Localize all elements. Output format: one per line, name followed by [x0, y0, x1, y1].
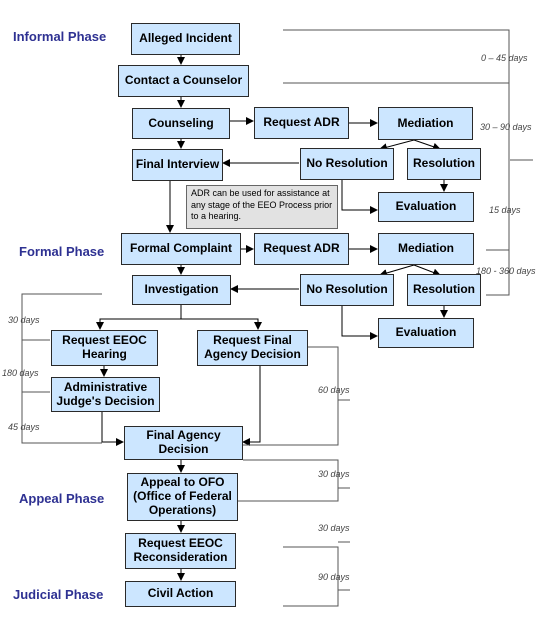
timeframe-60: 60 days [318, 385, 350, 395]
box-alleged-incident: Alleged Incident [131, 23, 240, 55]
box-evaluation-2: Evaluation [378, 318, 474, 348]
box-contact-counselor: Contact a Counselor [118, 65, 249, 97]
arrow-investigation-to-request-fad [181, 318, 262, 330]
box-civil-action: Civil Action [125, 581, 236, 607]
bracket-informal-timeline [283, 29, 510, 296]
box-request-adr-2: Request ADR [254, 233, 349, 265]
box-no-resolution-2: No Resolution [300, 274, 394, 306]
box-resolution-2: Resolution [407, 274, 481, 306]
arrow-mediation1-to-resolution1 [413, 139, 441, 151]
timeframe-180-360: 180 - 360 days [476, 266, 536, 276]
arrow-request-fad-to-fad [242, 366, 261, 446]
phase-appeal-label: Appeal Phase [19, 491, 105, 506]
box-final-interview: Final Interview [132, 149, 223, 181]
box-appeal-to-ofo: Appeal to OFO (Office of Federal Operati… [127, 473, 238, 521]
arrow-mediation2-to-resolution2 [413, 264, 441, 277]
adr-note: ADR can be used for assistance at any st… [186, 185, 338, 229]
timeframe-90: 90 days [318, 572, 350, 582]
phase-informal-label: Informal Phase [13, 29, 107, 44]
box-request-eeoc-hearing: Request EEOC Hearing [51, 330, 158, 366]
box-mediation-2: Mediation [378, 233, 474, 265]
arrow-no-resolution1-to-evaluation1 [341, 180, 378, 214]
bracket-hearing-timeline [21, 293, 102, 444]
box-formal-complaint: Formal Complaint [121, 233, 241, 265]
box-request-adr-1: Request ADR [254, 107, 349, 139]
box-counseling: Counseling [132, 108, 230, 139]
timeframe-45: 45 days [8, 422, 40, 432]
box-evaluation-1: Evaluation [378, 192, 474, 222]
box-resolution-1: Resolution [407, 148, 481, 180]
timeframe-30-90: 30 – 90 days [480, 122, 532, 132]
phase-formal-label: Formal Phase [19, 244, 105, 259]
bracket-appeal-timeline [238, 459, 339, 502]
timeframe-0-45: 0 – 45 days [481, 53, 528, 63]
timeframe-15: 15 days [489, 205, 521, 215]
box-mediation-1: Mediation [378, 107, 473, 140]
timeframe-30-recon: 30 days [318, 523, 350, 533]
box-no-resolution-1: No Resolution [300, 148, 394, 180]
arrow-mediation1-to-no-resolution1 [379, 139, 415, 152]
bracket-fad-timeline [243, 346, 339, 446]
box-request-final-agency-decision: Request Final Agency Decision [197, 330, 308, 366]
timeframe-30-appeal: 30 days [318, 469, 350, 479]
box-final-agency-decision: Final Agency Decision [124, 426, 243, 460]
arrow-mediation2-to-no-resolution2 [379, 264, 415, 277]
phase-judicial-label: Judicial Phase [13, 587, 104, 602]
box-request-eeoc-reconsideration: Request EEOC Reconsideration [125, 533, 236, 569]
arrow-judge-to-fad [101, 412, 124, 446]
box-investigation: Investigation [132, 275, 231, 305]
bracket-recon-timeline [283, 546, 339, 607]
box-administrative-judge-decision: Administrative Judge's Decision [51, 377, 160, 412]
arrow-no-resolution2-to-evaluation2 [341, 306, 378, 340]
arrow-investigation-split [96, 305, 182, 330]
timeframe-180: 180 days [2, 368, 39, 378]
timeframe-30-hearing: 30 days [8, 315, 40, 325]
